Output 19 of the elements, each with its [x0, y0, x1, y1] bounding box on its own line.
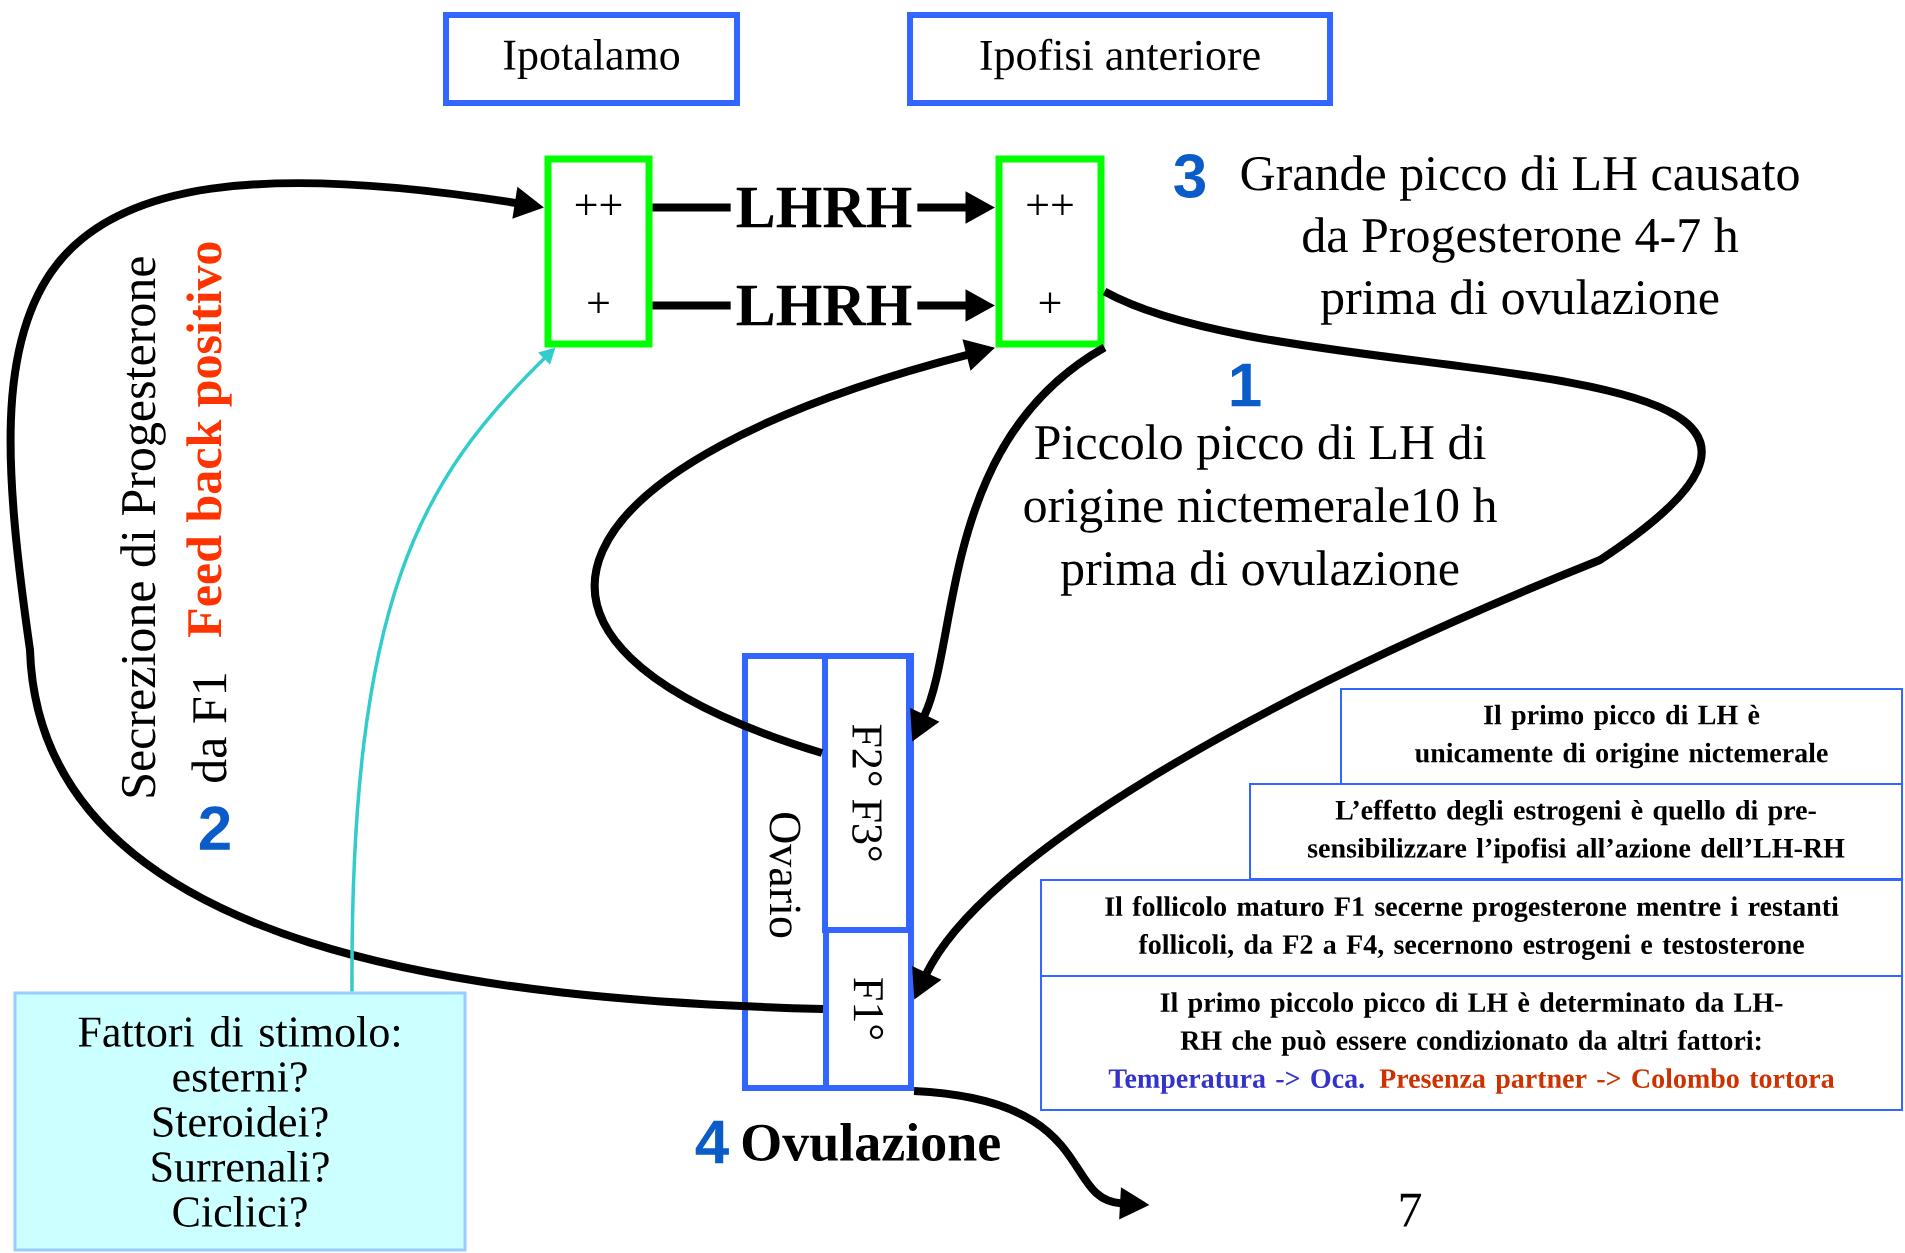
- organ-box: Ipofisi anteriore: [907, 12, 1333, 106]
- follicle-box: F1°: [823, 927, 914, 1091]
- follicle-box: F2° F3°: [822, 653, 912, 933]
- annotation-text: da Progesterone 4-7 h: [1303, 217, 1739, 263]
- step-number: 3: [1174, 154, 1205, 198]
- edge-label: LHRH: [730, 280, 918, 331]
- annotation-text: da F1: [191, 674, 227, 782]
- annotation-text: Grande picco di LH causato: [1241, 155, 1799, 201]
- page-number: 7: [1400, 1193, 1422, 1227]
- gland-box: ++ +: [544, 155, 653, 348]
- note-box: Il primo piccolo picco di LH è determinato da LH-RH che può essere condizionato da altri fattori: Temperatura -> Oca. Presenza partner -> Colombo tortora: [1040, 975, 1903, 1111]
- step-number: 4: [695, 1120, 729, 1164]
- annotation-text: Feed back positivo: [186, 242, 232, 637]
- organ-box: Ipotalamo: [443, 12, 740, 106]
- edge-label: LHRH: [730, 182, 918, 233]
- annotation-text: Secrezione di Progesterone: [120, 257, 166, 797]
- step-number: 2: [199, 806, 230, 850]
- info-box: Fattori di stimolo: esterni? Steroidei? Surrenali? Ciclici?: [13, 991, 467, 1252]
- annotation-text: Ovulazione: [742, 1122, 1000, 1162]
